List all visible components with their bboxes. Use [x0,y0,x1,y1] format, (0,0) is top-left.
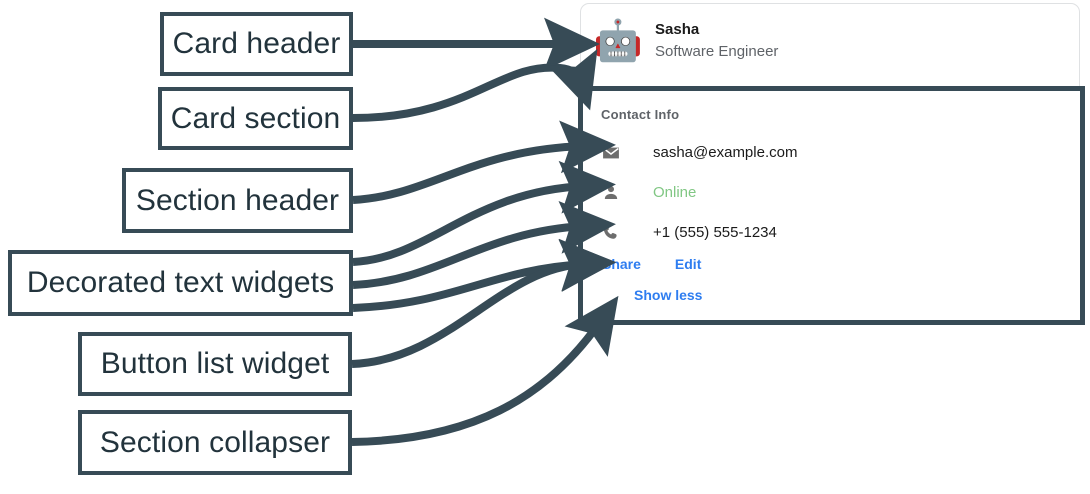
annotation-button-list-widget: Button list widget [78,332,352,396]
decorated-text-widget-status: Online [601,176,1080,209]
decorated-text-widget-email-value: sasha@example.com [653,144,798,161]
card-section-inner: Contact Info sasha@example.com [583,91,1080,305]
annotation-card-section: Card section [158,87,353,150]
show-less-button[interactable]: Show less [634,287,703,303]
annotation-card-section-label: Card section [170,101,341,135]
email-icon [601,143,625,163]
annotation-button-list-widget-label: Button list widget [100,347,330,380]
button-list-widget: Share Edit [602,257,1080,271]
annotation-section-collapser-label: Section collapser [99,425,331,459]
arrow-card-section [352,48,598,122]
decorated-text-widget-email: sasha@example.com [601,136,1080,169]
arrow-section-collapser [351,295,619,446]
card-header-subtitle: Software Engineer [655,42,779,60]
arrow-decorated-text-1 [352,160,616,266]
edit-button[interactable]: Edit [674,256,702,272]
annotation-card-header: Card header [160,12,353,76]
card-header: 🤖 Sasha Software Engineer [581,4,1079,78]
annotation-card-header-label: Card header [172,27,341,60]
decorated-text-widget-status-value: Online [653,184,697,201]
annotation-decorated-text-widgets-label: Decorated text widgets [26,266,335,299]
arrow-decorated-text-2 [352,201,616,289]
phone-icon [601,223,625,243]
arrow-section-header [352,120,616,204]
card-header-text: Sasha Software Engineer [655,21,779,60]
arrow-button-list [351,238,616,368]
card-header-title: Sasha [655,21,700,38]
section-header-contact-info: Contact Info [601,107,680,122]
annotation-section-collapser: Section collapser [78,410,352,475]
annotation-decorated-text-widgets: Decorated text widgets [8,250,353,316]
decorated-text-widget-phone: +1 (555) 555-1234 [601,216,1080,249]
card-section-contact-info: Contact Info sasha@example.com [578,86,1085,325]
section-collapser: Show less [634,287,1080,305]
arrow-decorated-text-3 [352,239,616,312]
annotation-section-header-label: Section header [135,183,340,217]
annotation-section-header: Section header [122,168,353,233]
robot-avatar-icon: 🤖 [593,19,643,63]
person-icon [601,183,625,203]
decorated-text-widget-phone-value: +1 (555) 555-1234 [653,224,777,241]
share-button[interactable]: Share [602,256,641,272]
